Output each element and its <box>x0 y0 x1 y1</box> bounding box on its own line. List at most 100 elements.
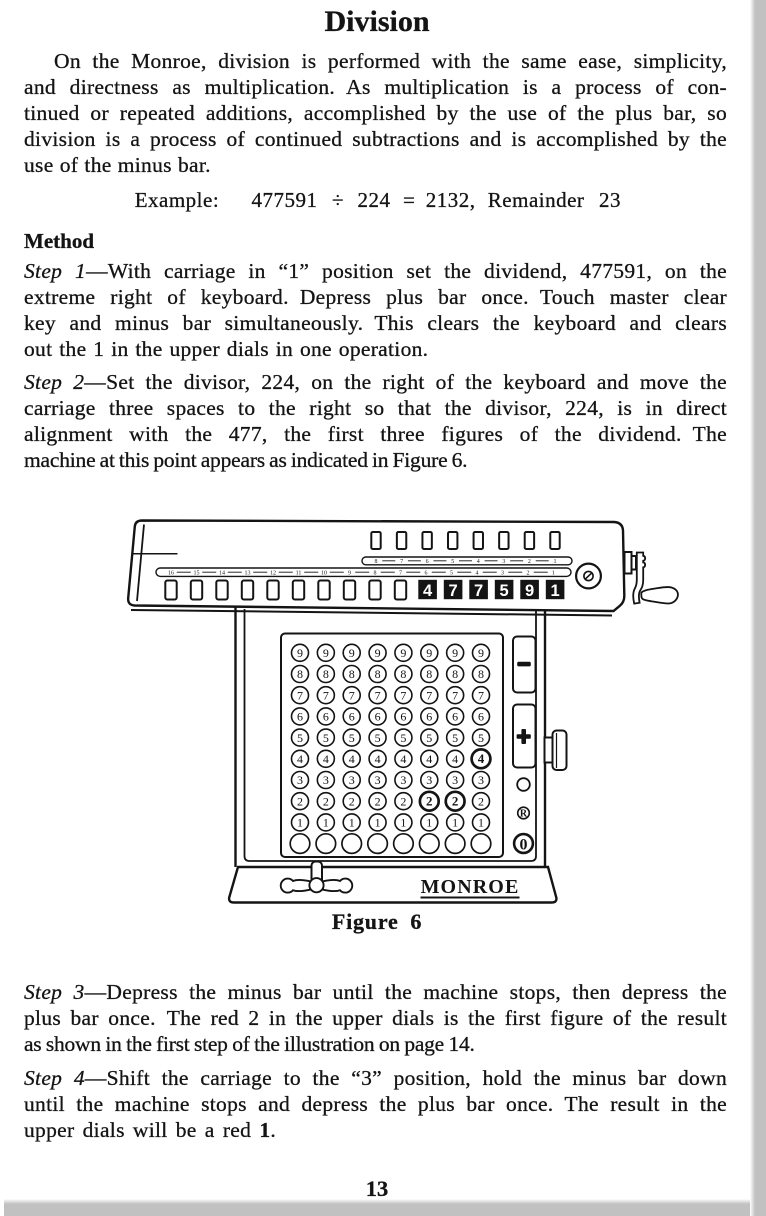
svg-text:9: 9 <box>478 646 484 660</box>
svg-text:8: 8 <box>323 667 329 681</box>
svg-text:1: 1 <box>323 816 329 830</box>
svg-text:1: 1 <box>452 816 458 830</box>
svg-text:8: 8 <box>375 559 378 565</box>
svg-text:9: 9 <box>323 646 329 660</box>
svg-text:8: 8 <box>478 667 484 681</box>
svg-text:6: 6 <box>426 559 429 565</box>
svg-text:7: 7 <box>400 559 403 565</box>
svg-text:9: 9 <box>348 571 351 577</box>
svg-text:8: 8 <box>349 667 355 681</box>
svg-text:1: 1 <box>551 582 560 600</box>
svg-text:3: 3 <box>349 773 355 787</box>
svg-text:5: 5 <box>500 582 509 600</box>
svg-text:2: 2 <box>478 794 484 808</box>
svg-text:15: 15 <box>194 571 200 577</box>
svg-text:2: 2 <box>349 794 355 808</box>
svg-text:5: 5 <box>323 731 329 745</box>
svg-text:2: 2 <box>375 794 381 808</box>
svg-text:7: 7 <box>323 688 329 702</box>
svg-text:0: 0 <box>520 837 528 854</box>
svg-text:8: 8 <box>426 667 432 681</box>
svg-text:4: 4 <box>349 752 355 766</box>
svg-text:6: 6 <box>452 710 458 724</box>
svg-text:7: 7 <box>297 688 303 702</box>
svg-text:9: 9 <box>426 646 432 660</box>
svg-text:4: 4 <box>476 571 479 577</box>
svg-text:2: 2 <box>323 794 329 808</box>
svg-text:6: 6 <box>375 710 381 724</box>
svg-text:14: 14 <box>219 571 225 577</box>
svg-text:7: 7 <box>349 688 355 702</box>
svg-text:1: 1 <box>375 816 381 830</box>
svg-text:9: 9 <box>375 646 381 660</box>
svg-text:3: 3 <box>426 773 432 787</box>
svg-text:4: 4 <box>375 752 381 766</box>
svg-text:1: 1 <box>426 816 432 830</box>
svg-text:6: 6 <box>400 710 406 724</box>
svg-text:5: 5 <box>450 571 453 577</box>
svg-text:5: 5 <box>452 731 458 745</box>
svg-text:5: 5 <box>375 731 381 745</box>
svg-text:6: 6 <box>297 710 303 724</box>
svg-text:2: 2 <box>527 571 530 577</box>
svg-text:2: 2 <box>297 794 303 808</box>
svg-text:5: 5 <box>400 731 406 745</box>
svg-text:7: 7 <box>452 688 458 702</box>
svg-text:4: 4 <box>478 751 485 766</box>
svg-text:1: 1 <box>553 559 556 565</box>
svg-text:4: 4 <box>400 752 406 766</box>
svg-text:1: 1 <box>552 571 555 577</box>
svg-text:7: 7 <box>426 688 432 702</box>
svg-text:8: 8 <box>297 667 303 681</box>
svg-text:2: 2 <box>426 793 433 808</box>
svg-text:7: 7 <box>400 688 406 702</box>
svg-text:3: 3 <box>323 773 329 787</box>
svg-text:3: 3 <box>478 773 484 787</box>
svg-text:1: 1 <box>478 816 484 830</box>
svg-text:1: 1 <box>297 816 303 830</box>
svg-text:3: 3 <box>452 773 458 787</box>
svg-text:8: 8 <box>400 667 406 681</box>
svg-text:13: 13 <box>245 571 251 577</box>
svg-text:4: 4 <box>426 752 432 766</box>
svg-text:1: 1 <box>400 816 406 830</box>
svg-text:12: 12 <box>270 571 276 577</box>
svg-text:8: 8 <box>374 571 377 577</box>
svg-text:5: 5 <box>426 731 432 745</box>
svg-text:4: 4 <box>423 582 433 600</box>
svg-text:11: 11 <box>296 571 302 577</box>
svg-text:3: 3 <box>375 773 381 787</box>
svg-text:6: 6 <box>478 710 484 724</box>
svg-text:5: 5 <box>349 731 355 745</box>
svg-text:9: 9 <box>525 582 534 600</box>
svg-text:9: 9 <box>297 646 303 660</box>
svg-text:4: 4 <box>477 559 480 565</box>
svg-text:3: 3 <box>400 773 406 787</box>
svg-text:3: 3 <box>501 571 504 577</box>
svg-text:2: 2 <box>452 793 459 808</box>
svg-text:4: 4 <box>452 752 458 766</box>
svg-text:7: 7 <box>449 582 458 600</box>
svg-text:6: 6 <box>323 710 329 724</box>
svg-text:4: 4 <box>323 752 329 766</box>
svg-text:9: 9 <box>400 646 406 660</box>
svg-text:5: 5 <box>478 731 484 745</box>
svg-text:8: 8 <box>375 667 381 681</box>
svg-text:6: 6 <box>426 710 432 724</box>
svg-text:5: 5 <box>297 731 303 745</box>
svg-text:R: R <box>520 809 528 820</box>
svg-text:10: 10 <box>321 571 327 577</box>
svg-text:2: 2 <box>528 559 531 565</box>
svg-text:7: 7 <box>375 688 381 702</box>
svg-text:3: 3 <box>502 559 505 565</box>
svg-text:9: 9 <box>349 646 355 660</box>
svg-text:5: 5 <box>451 559 454 565</box>
svg-text:2: 2 <box>400 794 406 808</box>
svg-text:3: 3 <box>297 773 303 787</box>
svg-text:6: 6 <box>425 571 428 577</box>
svg-text:4: 4 <box>297 752 303 766</box>
svg-text:7: 7 <box>474 582 483 600</box>
svg-text:7: 7 <box>478 688 484 702</box>
svg-text:8: 8 <box>452 667 458 681</box>
svg-text:7: 7 <box>399 571 402 577</box>
